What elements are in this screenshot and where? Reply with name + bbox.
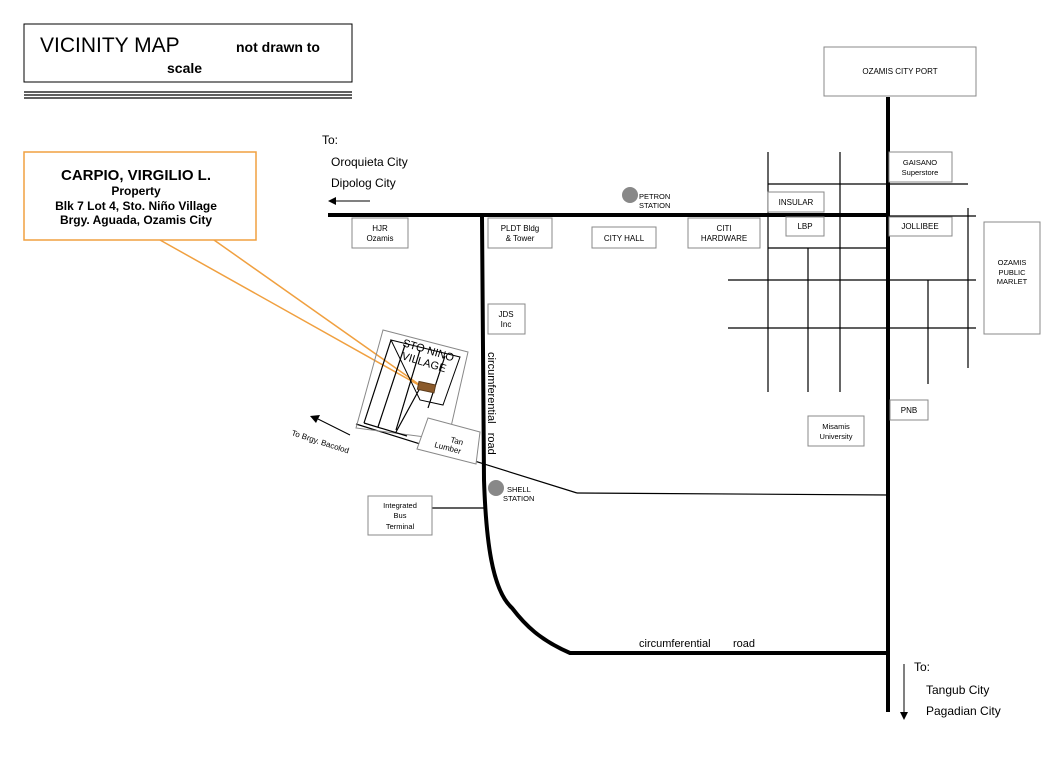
landmark-label: HARDWARE xyxy=(701,234,747,243)
owner-name: CARPIO, VIRGILIO L. xyxy=(61,167,211,184)
sto-nino-village: STO NINO VILLAGE xyxy=(355,329,469,441)
landmark-label: Bus xyxy=(394,511,407,520)
landmark-petron: PETRON STATION xyxy=(622,187,670,210)
west-to: To: xyxy=(322,133,338,147)
bacolod-label: To Brgy. Bacolod xyxy=(290,428,350,455)
landmark-label: PETRON xyxy=(639,192,670,201)
south-arrow-icon xyxy=(900,664,908,720)
landmark-label: PUBLIC xyxy=(998,268,1026,277)
station-icon xyxy=(622,187,638,203)
west-city-2: Dipolog City xyxy=(331,176,396,190)
landmark-lbp: LBP xyxy=(785,216,825,237)
landmark-label: Terminal xyxy=(386,522,415,531)
scale-note-2: scale xyxy=(167,60,202,76)
landmark-label: Superstore xyxy=(902,168,939,177)
landmark-shell: SHELL STATION xyxy=(488,480,534,503)
south-city-2: Pagadian City xyxy=(926,704,1001,718)
title-block: VICINITY MAP not drawn to scale xyxy=(23,23,353,99)
callout-pointer xyxy=(213,239,425,389)
landmark-hjr: HJR Ozamis xyxy=(351,217,409,249)
landmark-label: Misamis xyxy=(822,422,850,431)
landmark-label: LBP xyxy=(797,222,812,231)
landmark-public-market: OZAMIS PUBLIC MARLET xyxy=(983,221,1041,335)
south-city-1: Tangub City xyxy=(926,683,989,697)
landmark-label: OZAMIS CITY PORT xyxy=(862,67,937,76)
landmark-insular: INSULAR xyxy=(767,191,825,213)
south-to: To: xyxy=(914,660,930,674)
map-title: VICINITY MAP xyxy=(40,34,180,57)
west-arrow-icon xyxy=(328,197,370,205)
landmark-label: CITY HALL xyxy=(604,234,645,243)
landmark-label: INSULAR xyxy=(779,198,814,207)
landmark-jollibee: JOLLIBEE xyxy=(888,216,953,237)
street-grid xyxy=(728,152,976,392)
landmark-label: Inc xyxy=(501,320,512,329)
road-label-bottom-2: road xyxy=(733,638,755,650)
landmark-gaisano: GAISANO Superstore xyxy=(888,151,953,183)
bacolod-arrow-icon xyxy=(310,415,351,436)
tan-label: Tan xyxy=(449,435,464,447)
landmark-label: PNB xyxy=(901,406,917,415)
landmark-label: GAISANO xyxy=(903,158,937,167)
landmark-jds: JDS Inc xyxy=(487,303,526,335)
landmark-label: CITI xyxy=(716,224,731,233)
landmark-misamis-university: Misamis University xyxy=(807,415,865,447)
landmark-label: STATION xyxy=(639,201,670,210)
scale-note: not drawn to xyxy=(236,39,320,55)
landmark-label: Ozamis xyxy=(366,234,393,243)
landmark-citi-hardware: CITI HARDWARE xyxy=(687,217,761,249)
landmark-port: OZAMIS CITY PORT xyxy=(823,46,977,97)
callout-line: Brgy. Aguada, Ozamis City xyxy=(60,213,212,227)
callout-pointer xyxy=(159,239,425,389)
landmark-label: PLDT Bldg xyxy=(501,224,540,233)
station-icon xyxy=(488,480,504,496)
landmark-pldt: PLDT Bldg & Tower xyxy=(487,217,553,249)
landmark-label: HJR xyxy=(372,224,388,233)
landmark-label: OZAMIS xyxy=(998,258,1027,267)
landmark-label: & Tower xyxy=(506,234,535,243)
landmark-label: SHELL xyxy=(507,485,531,494)
landmark-label: JOLLIBEE xyxy=(901,222,938,231)
road-label-bottom: circumferential xyxy=(639,638,711,650)
landmark-label: MARLET xyxy=(997,277,1028,286)
landmark-label: Integrated xyxy=(383,501,417,510)
tan-lumber: Tan Lumber xyxy=(416,417,481,465)
landmark-label: STATION xyxy=(503,494,534,503)
callout-line: Property xyxy=(111,184,161,198)
landmark-pnb: PNB xyxy=(889,399,929,421)
callout-line: Blk 7 Lot 4, Sto. Niño Village xyxy=(55,199,217,213)
property-lot xyxy=(416,380,437,394)
landmark-label: University xyxy=(820,432,853,441)
circumferential-road xyxy=(480,216,888,655)
landmark-city-hall: CITY HALL xyxy=(591,226,657,249)
road-label-vertical: circumferential road xyxy=(485,352,497,455)
landmark-label: JDS xyxy=(498,310,513,319)
west-city-1: Oroquieta City xyxy=(331,155,408,169)
property-callout: CARPIO, VIRGILIO L. Property Blk 7 Lot 4… xyxy=(23,151,425,389)
landmark-bus-terminal: Integrated Bus Terminal xyxy=(367,495,433,536)
